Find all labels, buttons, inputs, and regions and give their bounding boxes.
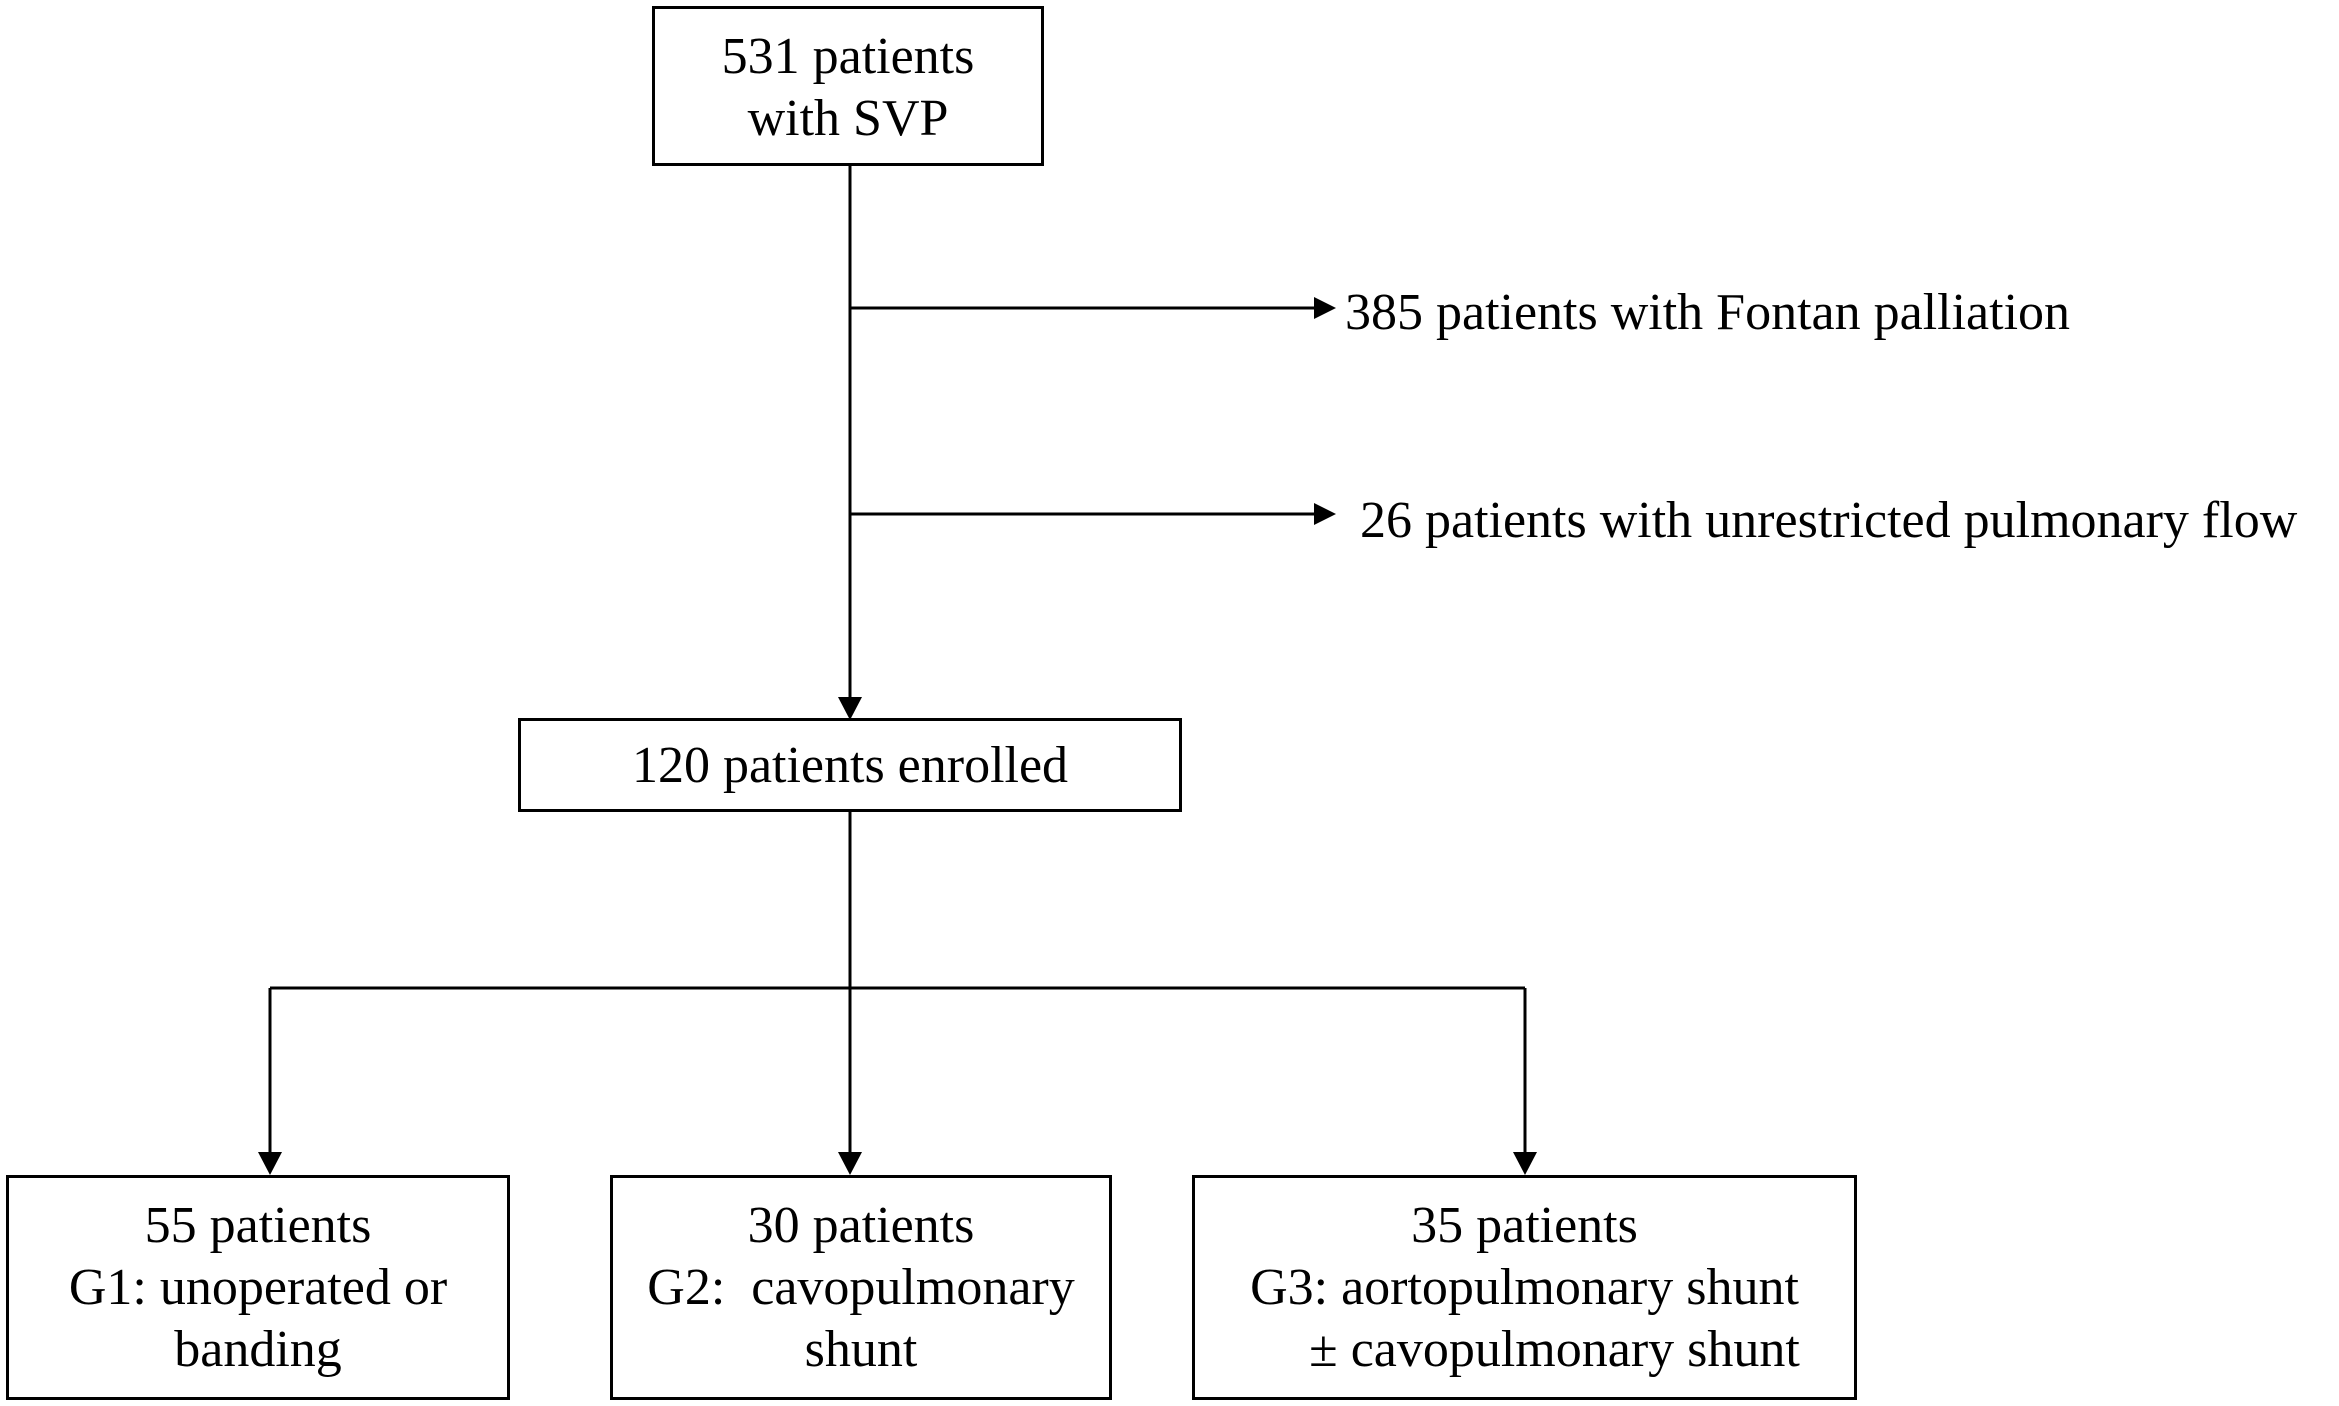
group-2-arrowhead — [838, 1152, 862, 1175]
start-box-line-1: 531 patients — [721, 28, 975, 85]
exclusion-label-fontan: 385 patients with Fontan palliation — [1345, 284, 2071, 341]
trunk-arrowhead — [838, 697, 862, 720]
group-2-description: G2: cavopulmonary — [647, 1259, 1075, 1316]
group-2-count: 30 patients — [747, 1197, 975, 1254]
group-1-box: 55 patients G1: unoperated or banding — [6, 1175, 510, 1400]
start-box-line-2: with SVP — [747, 90, 949, 147]
group-1-description: G1: unoperated or — [68, 1259, 448, 1316]
group-3-box: 35 patients G3: aortopulmonary shunt ± c… — [1192, 1175, 1857, 1400]
start-box: 531 patients with SVP — [652, 6, 1044, 166]
enrolled-box-label: 120 patients enrolled — [631, 737, 1069, 794]
group-3-description: G3: aortopulmonary shunt — [1250, 1259, 1799, 1316]
group-3-description-cont: ± cavopulmonary shunt — [1309, 1321, 1800, 1378]
enrolled-box: 120 patients enrolled — [518, 718, 1182, 812]
group-1-count: 55 patients — [144, 1197, 372, 1254]
group-1-description-cont: banding — [174, 1321, 342, 1378]
exclusion-branch-1-arrowhead — [1314, 297, 1336, 319]
group-2-description-cont: shunt — [804, 1321, 918, 1378]
exclusion-branch-2-arrowhead — [1314, 503, 1336, 525]
exclusion-label-unrestricted-flow: 26 patients with unrestricted pulmonary … — [1360, 492, 2298, 549]
group-3-count: 35 patients — [1411, 1197, 1638, 1254]
group-1-arrowhead — [258, 1152, 282, 1175]
group-3-arrowhead — [1513, 1152, 1537, 1175]
group-2-box: 30 patients G2: cavopulmonary shunt — [610, 1175, 1112, 1400]
